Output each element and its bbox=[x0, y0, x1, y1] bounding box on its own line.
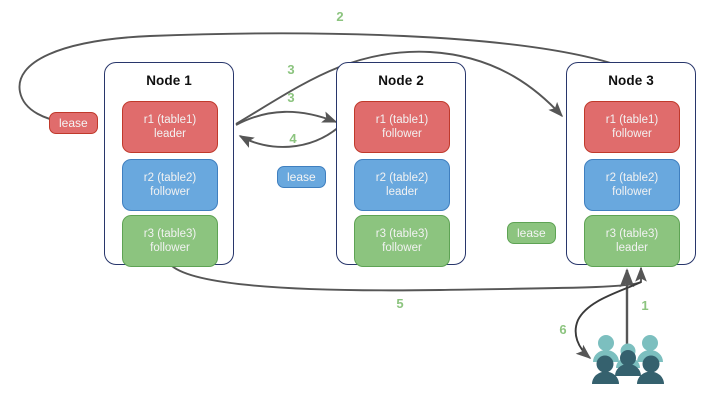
node-title: Node 1 bbox=[146, 73, 192, 88]
node-title: Node 2 bbox=[378, 73, 424, 88]
node-title: Node 3 bbox=[608, 73, 654, 88]
lease-badge-table1[interactable]: lease bbox=[49, 112, 98, 134]
replica-role: follower bbox=[612, 128, 652, 140]
arrow-step-3-node1-to-node3 bbox=[235, 50, 564, 125]
replica-r3[interactable]: r3 (table3) follower bbox=[122, 215, 218, 267]
arrow-step-2 bbox=[18, 32, 621, 127]
step-label-3b: 3 bbox=[287, 90, 295, 105]
replica-name: r2 (table2) bbox=[143, 171, 197, 184]
replica-role: follower bbox=[150, 186, 190, 198]
replica-r1[interactable]: r1 (table1) follower bbox=[584, 101, 680, 153]
replica-name: r3 (table3) bbox=[605, 227, 659, 240]
lease-badge-table2[interactable]: lease bbox=[277, 166, 326, 188]
replica-r3[interactable]: r3 (table3) follower bbox=[354, 215, 450, 267]
replica-r2[interactable]: r2 (table2) leader bbox=[354, 159, 450, 211]
replica-role: follower bbox=[612, 186, 652, 198]
replica-name: r1 (table1) bbox=[143, 113, 197, 126]
step-label-1: 1 bbox=[641, 298, 649, 313]
replica-name: r3 (table3) bbox=[375, 227, 429, 240]
replica-role: follower bbox=[150, 242, 190, 254]
step-label-4: 4 bbox=[289, 131, 297, 146]
replica-r2[interactable]: r2 (table2) follower bbox=[584, 159, 680, 211]
replica-name: r1 (table1) bbox=[605, 113, 659, 126]
step-label-5: 5 bbox=[396, 296, 404, 311]
replica-r1[interactable]: r1 (table1) follower bbox=[354, 101, 450, 153]
step-label-2: 2 bbox=[336, 9, 344, 24]
lease-label: lease bbox=[517, 226, 546, 240]
replica-name: r2 (table2) bbox=[605, 171, 659, 184]
node-box-1[interactable]: Node 1 r1 (table1) leader r2 (table2) fo… bbox=[104, 62, 234, 267]
replica-name: r2 (table2) bbox=[375, 171, 429, 184]
replica-role: follower bbox=[382, 128, 422, 140]
replica-role: leader bbox=[154, 128, 186, 140]
replica-role: leader bbox=[616, 242, 648, 254]
lease-badge-table3[interactable]: lease bbox=[507, 222, 556, 244]
replica-name: r3 (table3) bbox=[143, 227, 197, 240]
node-box-3[interactable]: Node 3 r1 (table1) follower r2 (table2) … bbox=[566, 62, 696, 267]
arrow-step-5 bbox=[171, 265, 647, 292]
step-label-3a: 3 bbox=[287, 62, 295, 77]
arrow-step-6 bbox=[574, 281, 642, 359]
arrow-step-4-node2-to-node1 bbox=[238, 125, 341, 148]
node-box-2[interactable]: Node 2 r1 (table1) follower r2 (table2) … bbox=[336, 62, 466, 267]
users-group-icon bbox=[592, 335, 664, 384]
step-label-6: 6 bbox=[559, 322, 567, 337]
replica-name: r1 (table1) bbox=[375, 113, 429, 126]
lease-label: lease bbox=[287, 170, 316, 184]
replica-r1[interactable]: r1 (table1) leader bbox=[122, 101, 218, 153]
replica-r2[interactable]: r2 (table2) follower bbox=[122, 159, 218, 211]
lease-label: lease bbox=[59, 116, 88, 130]
replica-r3[interactable]: r3 (table3) leader bbox=[584, 215, 680, 267]
arrow-step-3-node1-to-node2 bbox=[235, 110, 338, 126]
replica-role: leader bbox=[386, 186, 418, 198]
replica-role: follower bbox=[382, 242, 422, 254]
